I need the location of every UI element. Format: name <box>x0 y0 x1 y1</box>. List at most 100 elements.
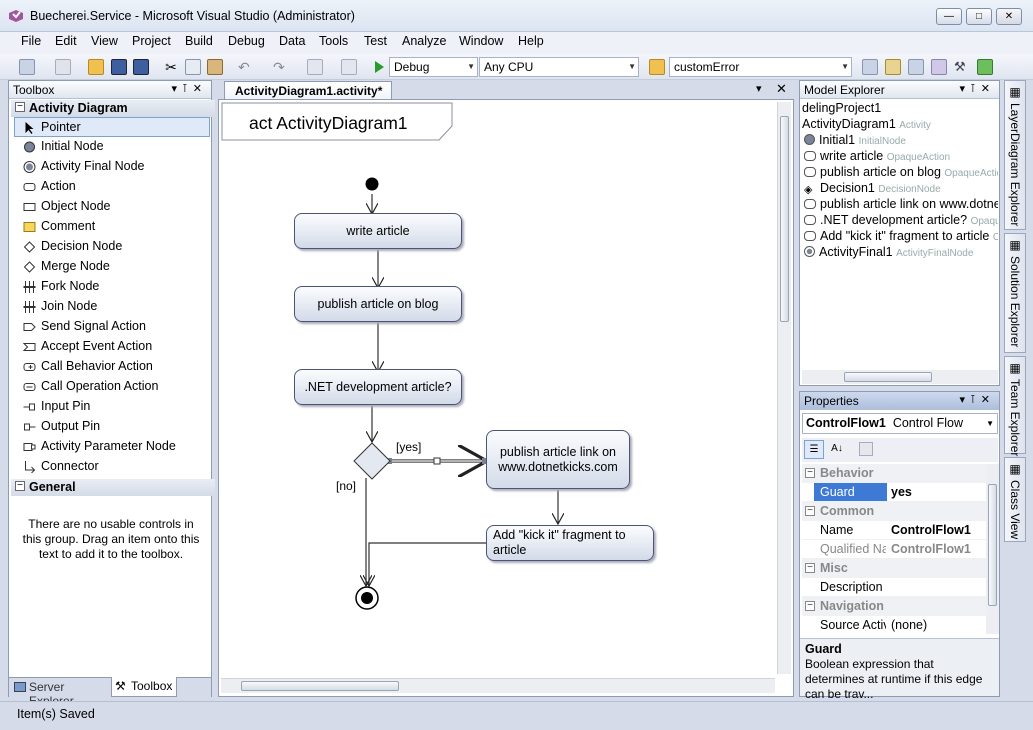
tree-item-write-article[interactable]: write article OpaqueAction <box>802 149 998 165</box>
toolbox-item-action[interactable]: Action <box>15 177 211 197</box>
save-all-icon[interactable] <box>133 59 149 75</box>
tree-item-decision1[interactable]: ◈Decision1 DecisionNode <box>802 181 998 197</box>
property-value[interactable]: (none) <box>891 618 928 632</box>
menu-build[interactable]: Build <box>185 34 213 48</box>
diagram-surface[interactable]: act ActivityDiagram1 write article publi… <box>218 99 794 697</box>
category-navigation[interactable]: −Navigation <box>802 597 986 616</box>
menu-view[interactable]: View <box>91 34 118 48</box>
pin-icon[interactable]: ⊺ <box>182 83 193 95</box>
node-net-development-question[interactable]: .NET development article? <box>294 369 462 405</box>
decision-node[interactable] <box>353 442 391 480</box>
side-tab-layer-diagram-explorer[interactable]: ▦LayerDiagram Explorer <box>1004 80 1026 230</box>
minimize-button[interactable]: — <box>936 8 962 25</box>
solution-configuration-combo[interactable]: Debug▼ <box>389 57 478 77</box>
toolbox-item-call-operation-action[interactable]: Call Operation Action <box>15 377 211 397</box>
horizontal-scrollbar[interactable] <box>802 370 998 384</box>
save-icon[interactable] <box>111 59 127 75</box>
start-debugging-icon[interactable] <box>371 59 387 75</box>
copy-icon[interactable] <box>185 59 201 75</box>
dropdown-icon[interactable]: ▾ <box>959 83 971 95</box>
menu-edit[interactable]: Edit <box>55 34 77 48</box>
navigate-backward-icon[interactable] <box>307 59 323 75</box>
tree-item-net-question[interactable]: .NET development article? OpaqueA <box>802 213 998 229</box>
solution-explorer-icon[interactable] <box>862 59 878 75</box>
horizontal-scrollbar[interactable] <box>221 678 775 693</box>
tab-toolbox[interactable]: ⚒Toolbox <box>111 677 177 697</box>
toolbox-item-accept-event-action[interactable]: Accept Event Action <box>15 337 211 357</box>
toolbox-item-activity-parameter-node[interactable]: Activity Parameter Node <box>15 437 211 457</box>
toolbox-item-merge-node[interactable]: Merge Node <box>15 257 211 277</box>
collapse-icon[interactable]: − <box>15 481 25 491</box>
close-icon[interactable]: ✕ <box>980 83 995 95</box>
toolbox-item-decision-node[interactable]: Decision Node <box>15 237 211 257</box>
new-item-icon[interactable] <box>55 59 71 75</box>
toolbox-item-input-pin[interactable]: Input Pin <box>15 397 211 417</box>
navigate-forward-icon[interactable] <box>341 59 357 75</box>
toolbox-item-initial-node[interactable]: Initial Node <box>15 137 211 157</box>
collapse-icon[interactable]: − <box>805 601 815 611</box>
start-page-icon[interactable] <box>977 59 993 75</box>
properties-scrollbar[interactable] <box>986 464 999 634</box>
toolbox-item-fork-node[interactable]: Fork Node <box>15 277 211 297</box>
tab-server-explorer[interactable]: Server Explorer <box>11 678 110 708</box>
tree-item-activity-final1[interactable]: ActivityFinal1 ActivityFinalNode <box>802 245 998 261</box>
tree-item-publish-link[interactable]: publish article link on www.dotnet <box>802 197 998 213</box>
toolbox-item-send-signal-action[interactable]: Send Signal Action <box>15 317 211 337</box>
side-tab-solution-explorer[interactable]: ▦Solution Explorer <box>1004 233 1026 353</box>
menu-help[interactable]: Help <box>518 34 544 48</box>
menu-debug[interactable]: Debug <box>228 34 265 48</box>
pin-icon[interactable]: ⊺ <box>970 83 981 95</box>
undo-icon[interactable]: ↶ <box>238 59 250 75</box>
vertical-scrollbar[interactable] <box>777 102 791 674</box>
toolbox-group-general[interactable]: −General <box>11 479 215 496</box>
property-source-activity[interactable]: Source Activ(none) <box>802 616 986 634</box>
side-tab-team-explorer[interactable]: ▦Team Explorer <box>1004 356 1026 456</box>
side-tab-class-view[interactable]: ▦Class View <box>1004 457 1026 542</box>
close-tab-icon[interactable]: ✕ <box>776 81 787 96</box>
pin-icon[interactable]: ⊺ <box>970 394 981 406</box>
collapse-icon[interactable]: − <box>805 563 815 573</box>
properties-icon[interactable] <box>885 59 901 75</box>
categorized-icon[interactable]: ☰ <box>804 440 824 459</box>
tab-dropdown-icon[interactable]: ▾ <box>756 83 762 95</box>
menu-project[interactable]: Project <box>132 34 171 48</box>
property-value[interactable]: ControlFlow1 <box>891 523 971 537</box>
toolbox-item-join-node[interactable]: Join Node <box>15 297 211 317</box>
paste-icon[interactable] <box>207 59 223 75</box>
alphabetical-icon[interactable]: A↓ <box>831 443 843 454</box>
find-combo[interactable]: customError▼ <box>669 57 852 77</box>
tree-item-activity-diagram[interactable]: ActivityDiagram1 Activity <box>802 117 998 133</box>
menu-window[interactable]: Window <box>459 34 504 48</box>
dropdown-icon[interactable]: ▾ <box>959 394 971 406</box>
menu-tools[interactable]: Tools <box>319 34 349 48</box>
property-pages-icon[interactable] <box>859 442 873 456</box>
toolbox-item-output-pin[interactable]: Output Pin <box>15 417 211 437</box>
guard-yes-label[interactable]: [yes] <box>396 440 422 454</box>
collapse-icon[interactable]: − <box>805 506 815 516</box>
close-icon[interactable]: ✕ <box>980 394 995 406</box>
scrollbar-thumb[interactable] <box>844 372 932 382</box>
tab-activity-diagram[interactable]: ActivityDiagram1.activity* <box>224 81 392 100</box>
close-icon[interactable]: ✕ <box>192 83 207 95</box>
toolbox-item-activity-final-node[interactable]: Activity Final Node <box>15 157 211 177</box>
maximize-button[interactable]: □ <box>966 8 992 25</box>
initial-node[interactable] <box>365 177 379 191</box>
solution-platform-combo[interactable]: Any CPU▼ <box>479 57 639 77</box>
category-behavior[interactable]: −Behavior <box>802 464 986 483</box>
node-kick-it-fragment[interactable]: Add "kick it" fragment to article <box>486 525 654 561</box>
add-item-icon[interactable] <box>19 59 35 75</box>
scrollbar-thumb[interactable] <box>241 681 399 691</box>
scrollbar-thumb[interactable] <box>780 116 789 322</box>
tree-item-publish-blog[interactable]: publish article on blog OpaqueAction <box>802 165 998 181</box>
node-publish-link[interactable]: publish article link on www.dotnetkicks.… <box>486 430 630 489</box>
toolbox-item-pointer[interactable]: Pointer <box>14 117 210 137</box>
open-file-icon[interactable] <box>88 59 104 75</box>
tools-icon[interactable]: ⚒ <box>954 59 966 74</box>
object-selector[interactable]: ControlFlow1 Control Flow▼ <box>802 413 998 434</box>
tree-item-initial1[interactable]: Initial1 InitialNode <box>802 133 998 149</box>
toolbox-item-object-node[interactable]: Object Node <box>15 197 211 217</box>
guard-no-label[interactable]: [no] <box>336 479 357 493</box>
object-browser-icon[interactable] <box>908 59 924 75</box>
